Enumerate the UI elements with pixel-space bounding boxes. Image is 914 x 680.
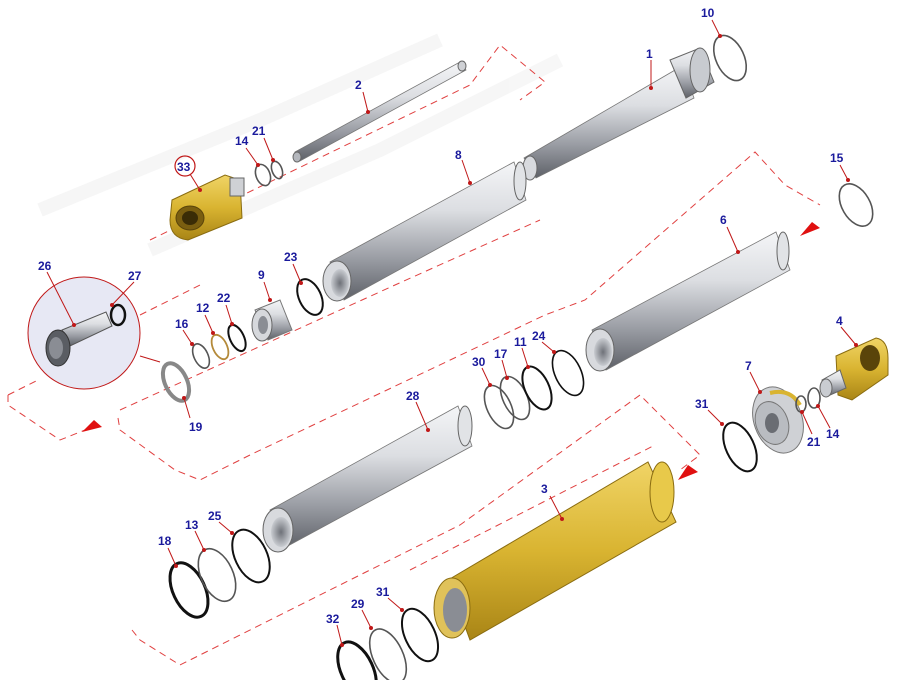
assembly-path-lower-left	[7, 379, 86, 441]
callout-3[interactable]: 3	[541, 482, 548, 496]
callout-16[interactable]: 16	[175, 317, 189, 331]
callout-4[interactable]: 4	[836, 314, 843, 328]
part-31-oring[interactable]	[395, 603, 446, 666]
part-14-ring[interactable]	[807, 387, 821, 409]
callout-29[interactable]: 29	[351, 597, 365, 611]
assembly-path-upper	[139, 44, 546, 316]
callout-10[interactable]: 10	[701, 6, 715, 20]
part-7-gland[interactable]	[744, 380, 812, 460]
callout-19[interactable]: 19	[189, 420, 203, 434]
part-30-ring[interactable]	[478, 381, 519, 433]
callout-11[interactable]: 11	[514, 335, 527, 349]
part-26-bolt[interactable]	[45, 311, 113, 367]
part-28-tube[interactable]	[262, 405, 473, 553]
callout-21-right[interactable]: 21	[807, 435, 821, 449]
callout-24[interactable]: 24	[532, 329, 546, 343]
part-14-ring[interactable]	[253, 162, 274, 187]
part-2-rod[interactable]	[292, 60, 467, 163]
part-27-ring[interactable]	[109, 303, 127, 327]
callout-1[interactable]: 1	[646, 47, 653, 61]
callout-31-bottom[interactable]: 31	[376, 585, 390, 599]
callout-2[interactable]: 2	[355, 78, 362, 92]
callout-15[interactable]: 15	[830, 151, 844, 165]
callout-23[interactable]: 23	[284, 250, 298, 264]
callout-27[interactable]: 27	[128, 269, 142, 283]
callout-31-right[interactable]: 31	[695, 397, 709, 411]
part-12-ring[interactable]	[208, 332, 232, 361]
part-8-tube[interactable]	[322, 161, 527, 302]
part-16-ring[interactable]	[189, 341, 213, 370]
callout-14-right[interactable]: 14	[826, 427, 840, 441]
part-32-oring[interactable]	[330, 636, 384, 680]
part-6-tube[interactable]	[585, 231, 791, 372]
callout-30[interactable]: 30	[472, 355, 486, 369]
part-29-ring[interactable]	[362, 623, 414, 680]
part-15-snap-ring[interactable]	[832, 178, 879, 232]
callout-28[interactable]: 28	[406, 389, 420, 403]
part-21-ring[interactable]	[269, 160, 285, 180]
callout-18[interactable]: 18	[158, 534, 172, 548]
part-19-washer[interactable]	[158, 359, 195, 405]
callout-8[interactable]: 8	[455, 148, 462, 162]
highlight-circle	[174, 155, 196, 177]
part-4-clevis[interactable]	[819, 337, 889, 401]
assembly-path-lower	[131, 394, 701, 666]
part-25-oring[interactable]	[225, 524, 278, 588]
callout-9[interactable]: 9	[258, 268, 265, 282]
arrow-icon	[82, 420, 102, 432]
part-1-piston-rod[interactable]	[522, 47, 715, 181]
assembly-path-bottom	[409, 444, 656, 571]
callouts: 1 2 10 14 21 33 8 15 6 26 27 23	[38, 6, 858, 647]
callout-12[interactable]: 12	[196, 301, 210, 315]
callout-33[interactable]: 33	[177, 160, 191, 174]
callout-6[interactable]: 6	[720, 213, 727, 227]
part-9-bushing[interactable]	[251, 299, 293, 342]
arrow-icon	[678, 465, 698, 480]
callout-14-top[interactable]: 14	[235, 134, 249, 148]
callout-32[interactable]: 32	[326, 612, 340, 626]
part-10-snap-ring[interactable]	[707, 30, 753, 85]
part-33-clevis[interactable]	[169, 174, 245, 241]
callout-26[interactable]: 26	[38, 259, 52, 273]
part-3-barrel[interactable]	[433, 461, 677, 641]
callout-17[interactable]: 17	[494, 347, 508, 361]
arrow-icon	[800, 222, 820, 236]
part-24-oring[interactable]	[546, 346, 590, 400]
callout-21-top[interactable]: 21	[252, 124, 266, 138]
callout-25[interactable]: 25	[208, 509, 222, 523]
part-31-oring[interactable]	[716, 418, 763, 477]
callout-22[interactable]: 22	[217, 291, 231, 305]
callout-13[interactable]: 13	[185, 518, 199, 532]
assembly-path-middle	[117, 151, 821, 481]
part-23-oring[interactable]	[292, 275, 328, 319]
callout-7[interactable]: 7	[745, 359, 752, 373]
